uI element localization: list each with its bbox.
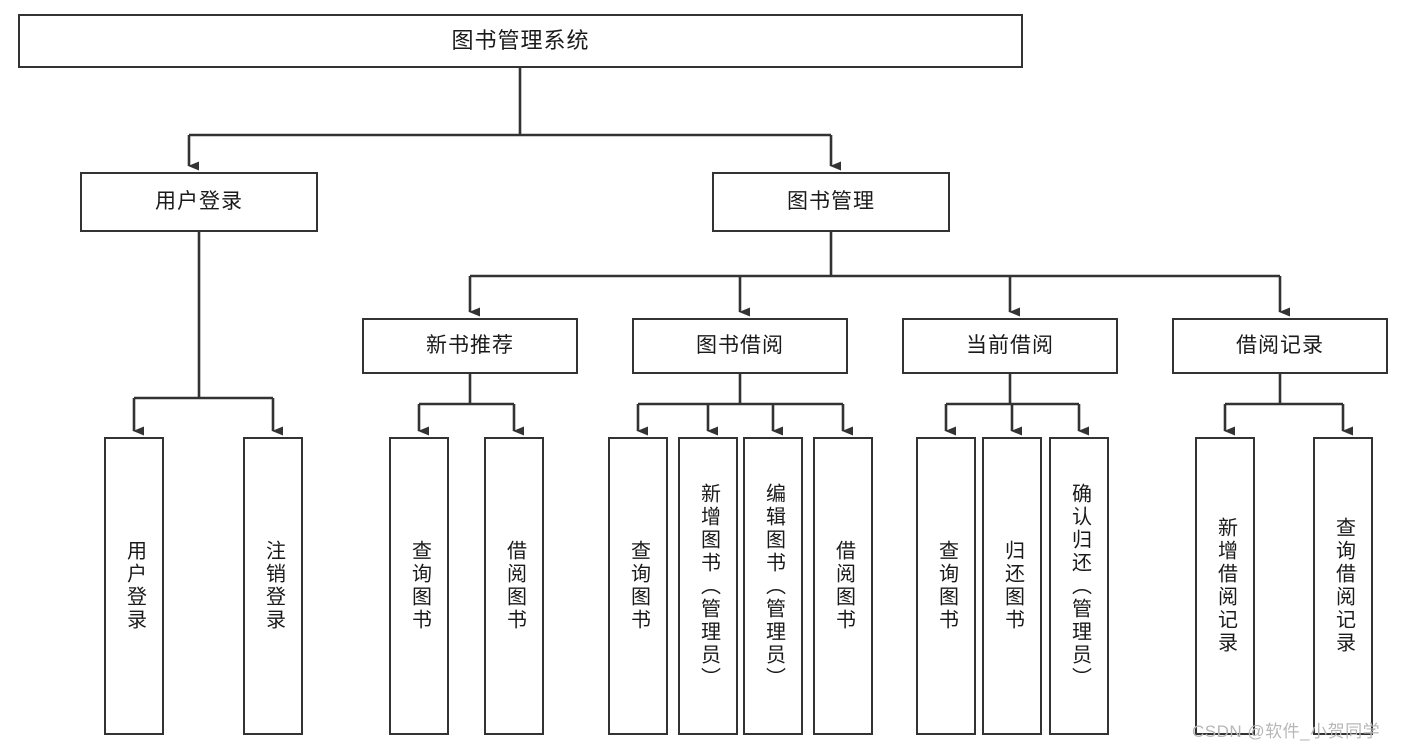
node-leaf-query-book-1[interactable]: 查询图书 bbox=[389, 437, 449, 735]
edges-new-book-recommend-to-leaves bbox=[417, 374, 524, 436]
edges-user-login-to-leaves bbox=[132, 232, 283, 436]
node-leaf-query-book-1-label: 查询图书 bbox=[408, 540, 431, 632]
node-current-borrow[interactable]: 当前借阅 bbox=[902, 318, 1118, 374]
node-leaf-add-record[interactable]: 新增借阅记录 bbox=[1195, 437, 1255, 735]
node-leaf-return-book-label: 归还图书 bbox=[1001, 540, 1024, 632]
edges-book-borrow-to-leaves bbox=[636, 374, 853, 436]
node-leaf-user-login-label: 用户登录 bbox=[123, 540, 146, 632]
node-new-book-recommend[interactable]: 新书推荐 bbox=[362, 318, 578, 374]
node-root-label: 图书管理系统 bbox=[451, 27, 590, 53]
node-book-manage-label: 图书管理 bbox=[787, 190, 875, 214]
node-user-login-label: 用户登录 bbox=[155, 190, 243, 214]
node-leaf-query-book-3-label: 查询图书 bbox=[935, 540, 958, 632]
node-leaf-query-book-2[interactable]: 查询图书 bbox=[608, 437, 668, 735]
node-leaf-borrow-book-2-label: 借阅图书 bbox=[832, 540, 855, 632]
node-leaf-add-record-label: 新增借阅记录 bbox=[1214, 517, 1237, 655]
node-leaf-confirm-return[interactable]: 确认归还（管理员） bbox=[1049, 437, 1109, 735]
node-new-book-recommend-label: 新书推荐 bbox=[426, 334, 514, 358]
node-current-borrow-label: 当前借阅 bbox=[966, 334, 1054, 358]
node-leaf-query-record-label: 查询借阅记录 bbox=[1332, 517, 1355, 655]
node-leaf-user-login[interactable]: 用户登录 bbox=[104, 437, 164, 735]
node-leaf-query-record[interactable]: 查询借阅记录 bbox=[1313, 437, 1373, 735]
edges-borrow-record-to-leaves bbox=[1223, 374, 1353, 436]
node-book-borrow-label: 图书借阅 bbox=[696, 334, 784, 358]
node-leaf-query-book-2-label: 查询图书 bbox=[627, 540, 650, 632]
node-leaf-return-book[interactable]: 归还图书 bbox=[982, 437, 1042, 735]
node-leaf-borrow-book-1-label: 借阅图书 bbox=[503, 540, 526, 632]
edges-book-manage-to-level2 bbox=[468, 232, 1290, 317]
node-leaf-logout-login-label: 注销登录 bbox=[262, 540, 285, 632]
node-leaf-logout-login[interactable]: 注销登录 bbox=[243, 437, 303, 735]
node-book-borrow[interactable]: 图书借阅 bbox=[632, 318, 848, 374]
node-leaf-edit-book[interactable]: 编辑图书（管理员） bbox=[743, 437, 803, 735]
node-user-login[interactable]: 用户登录 bbox=[80, 172, 318, 232]
node-leaf-add-book[interactable]: 新增图书（管理员） bbox=[678, 437, 738, 735]
node-borrow-record[interactable]: 借阅记录 bbox=[1172, 318, 1388, 374]
node-leaf-confirm-return-label: 确认归还（管理员） bbox=[1068, 482, 1091, 690]
node-book-manage[interactable]: 图书管理 bbox=[712, 172, 950, 232]
node-leaf-query-book-3[interactable]: 查询图书 bbox=[916, 437, 976, 735]
node-leaf-borrow-book-1[interactable]: 借阅图书 bbox=[484, 437, 544, 735]
node-leaf-add-book-label: 新增图书（管理员） bbox=[697, 482, 720, 690]
edges-current-borrow-to-leaves bbox=[944, 374, 1089, 436]
watermark-text: CSDN @软件_小贺同学 bbox=[1192, 722, 1381, 741]
node-leaf-edit-book-label: 编辑图书（管理员） bbox=[762, 482, 785, 690]
node-root[interactable]: 图书管理系统 bbox=[18, 14, 1023, 68]
edges-root-to-level1 bbox=[187, 68, 841, 171]
node-borrow-record-label: 借阅记录 bbox=[1236, 334, 1324, 358]
node-leaf-borrow-book-2[interactable]: 借阅图书 bbox=[813, 437, 873, 735]
